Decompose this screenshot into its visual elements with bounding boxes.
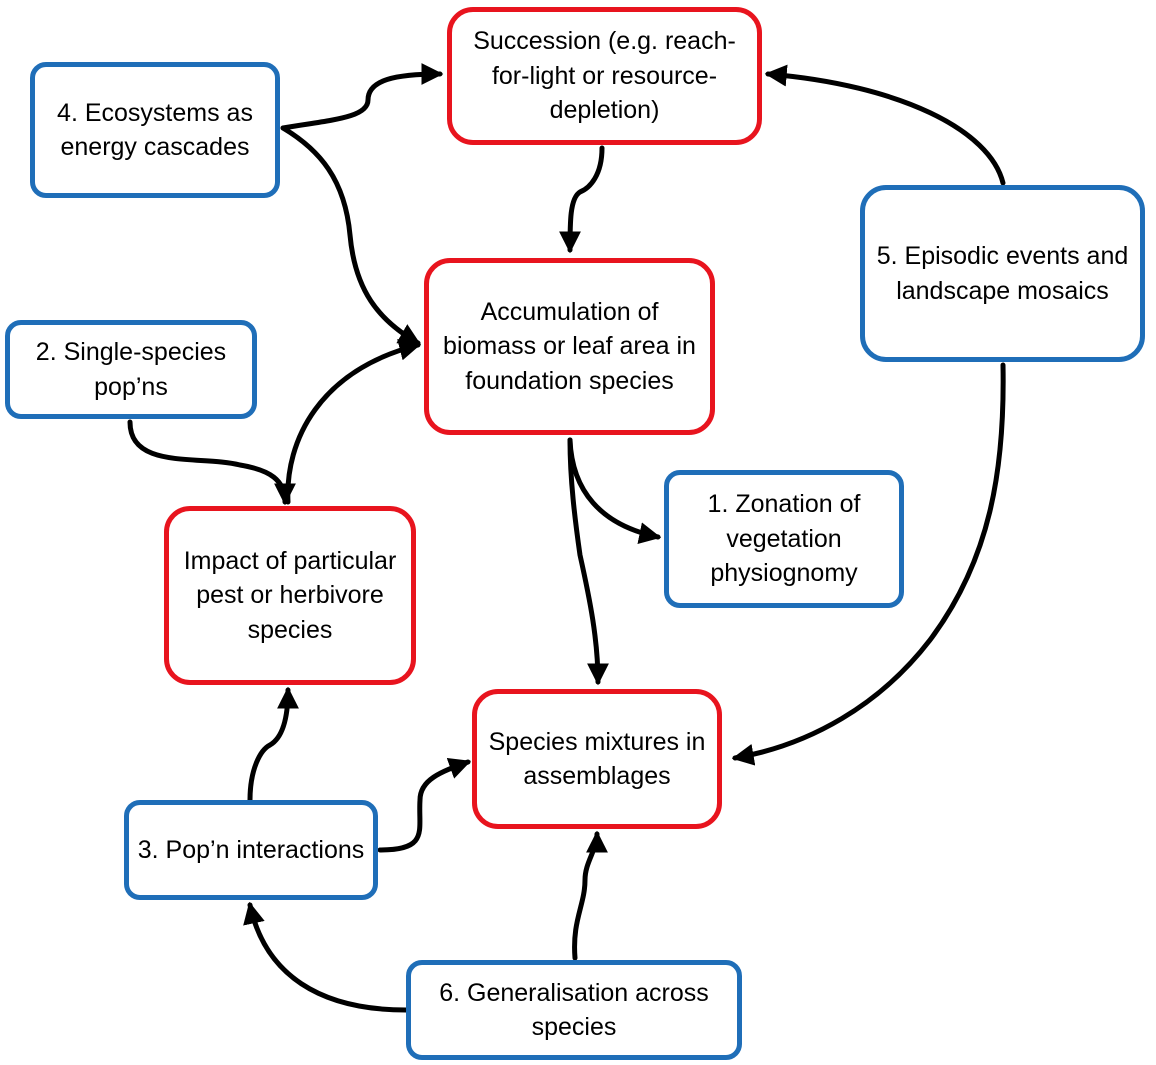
arrow-accumulation-to-zonation [567, 437, 662, 544]
node-generalisation-label: 6. Generalisation across species [439, 978, 709, 1042]
node-pop-interactions: 3. Pop’n interactions [124, 800, 378, 900]
node-accumulation-label: Accumulation of biomass or leaf area in … [443, 297, 696, 395]
node-mixtures: Species mixtures in assemblages [472, 689, 722, 829]
arrow-impact-to-accumulation [285, 338, 422, 505]
node-generalisation: 6. Generalisation across species [406, 960, 742, 1060]
node-zonation: 1. Zonation of vegetation physiognomy [664, 470, 904, 608]
arrow-ecosystems-to-succession [280, 63, 444, 131]
node-zonation-label: 1. Zonation of vegetation physiognomy [707, 490, 861, 588]
node-mixtures-label: Species mixtures in assemblages [488, 727, 706, 791]
node-episodic: 5. Episodic events and landscape mosaics [860, 185, 1145, 362]
node-single-species-label: 2. Single-species pop’ns [35, 338, 227, 401]
arrow-succession-to-accumulation [559, 145, 605, 254]
arrow-pop-interactions-to-impact [247, 686, 299, 803]
node-accumulation: Accumulation of biomass or leaf area in … [424, 258, 715, 435]
arrow-pop-interactions-to-mixtures [377, 757, 472, 853]
node-episodic-label: 5. Episodic events and landscape mosaics [876, 242, 1129, 305]
arrow-single-species-to-impact [127, 419, 296, 506]
node-ecosystems-label: 4. Ecosystems as energy cascades [57, 98, 253, 162]
arrow-ecosystems-to-accumulation [280, 125, 421, 346]
node-impact: Impact of particular pest or herbivore s… [164, 506, 416, 685]
arrow-episodic-to-mixtures [731, 362, 1006, 766]
arrow-generalisation-to-mixtures [572, 830, 608, 961]
node-pop-interactions-label: 3. Pop’n interactions [137, 835, 365, 864]
arrow-episodic-to-succession [764, 64, 1006, 186]
arrow-accumulation-to-mixtures [567, 437, 609, 686]
node-ecosystems: 4. Ecosystems as energy cascades [30, 62, 280, 198]
node-succession: Succession (e.g. reach-for-light or reso… [447, 7, 762, 145]
node-single-species: 2. Single-species pop’ns [5, 320, 257, 419]
arrow-generalisation-to-pop-interactions [243, 901, 409, 1013]
node-succession-label: Succession (e.g. reach-for-light or reso… [473, 27, 736, 125]
node-impact-label: Impact of particular pest or herbivore s… [183, 546, 397, 644]
